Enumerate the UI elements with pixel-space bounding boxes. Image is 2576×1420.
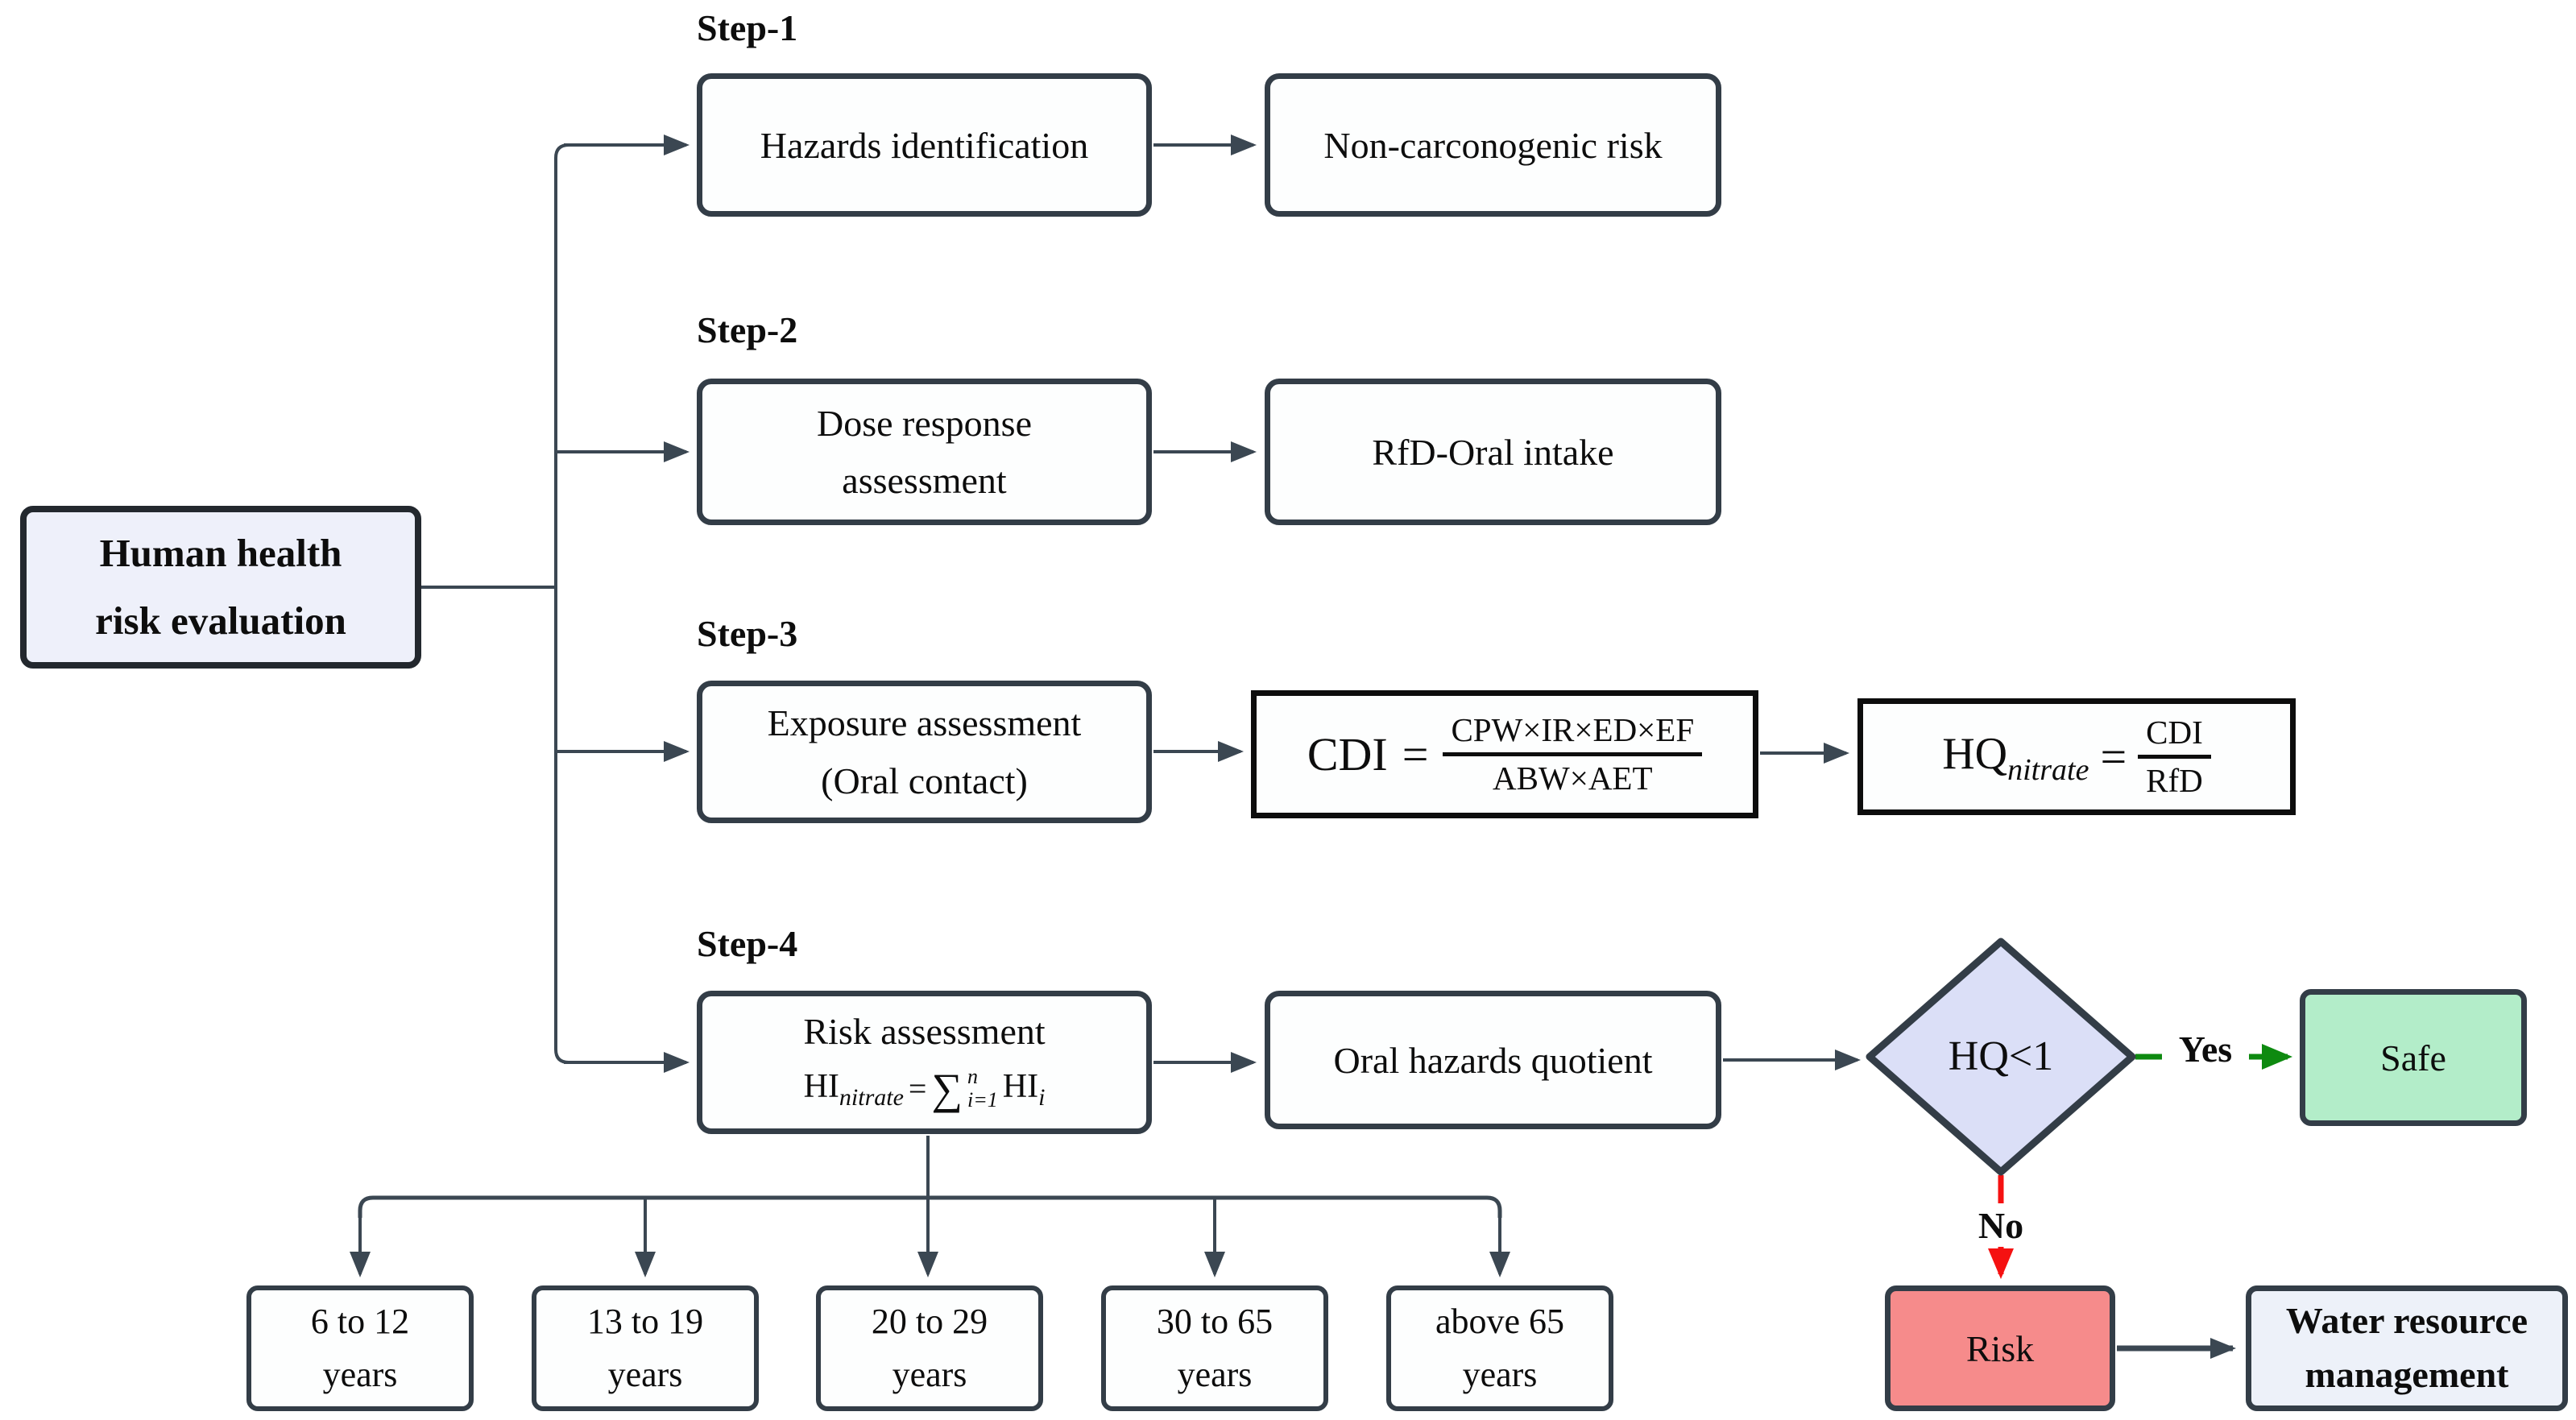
rfd-oral-intake-label: RfD-Oral intake [1372,431,1614,473]
node-rfd-oral-intake: RfD-Oral intake [1265,379,1721,525]
hi-rhs-subscript: i [1038,1084,1046,1112]
hi-rhs-base: HI [1002,1068,1039,1106]
hq-equals: = [2100,731,2127,783]
node-hq-formula: HQnitrate = CDI RfD [1857,698,2296,815]
exposure-assessment-line-1: Exposure assessment [767,702,1082,744]
oral-hazards-quotient-label: Oral hazards quotient [1333,1039,1653,1081]
decision-label: HQ<1 [1948,1033,2054,1079]
age5-line-1: above 65 [1435,1302,1565,1341]
node-exposure-assessment: Exposure assessment (Oral contact) [697,681,1152,823]
exposure-assessment-line-2: (Oral contact) [821,760,1028,801]
age1-line-1: 6 to 12 [310,1302,410,1341]
root-line-2: risk evaluation [95,598,346,643]
hi-lhs: HInitrate [804,1062,904,1116]
node-human-health-risk-evaluation: Human health risk evaluation [20,506,421,669]
risk-label: Risk [1965,1327,2035,1369]
label-step-3: Step-3 [697,613,798,654]
node-dose-response-assessment: Dose response assessment [697,379,1152,525]
dose-response-line-1: Dose response [817,402,1032,444]
hq-base: HQ [1942,729,2008,779]
connector-age-rail [358,1195,1502,1218]
hq-denominator: RfD [2146,762,2203,799]
hazards-identification-label: Hazards identification [760,124,1089,166]
hi-base: HI [803,1068,839,1106]
node-risk: Risk [1885,1285,2115,1411]
cdi-denominator: ABW×AET [1493,760,1653,797]
age3-line-2: years [892,1355,967,1394]
node-oral-hazards-quotient: Oral hazards quotient [1265,991,1721,1129]
hi-equals: = [908,1070,927,1107]
node-age-30-to-65: 30 to 65 years [1101,1285,1328,1411]
dose-response-line-2: assessment [842,460,1007,501]
edge-label-yes: Yes [2162,1026,2249,1071]
hi-rhs: HIi [1003,1062,1046,1116]
cdi-numerator: CPW×IR×ED×EF [1443,711,1703,756]
age1-line-2: years [322,1355,398,1394]
hq-numerator: CDI [2138,714,2211,759]
node-hazards-identification: Hazards identification [697,73,1152,217]
node-water-resource-management: Water resource management [2246,1285,2568,1411]
node-age-13-to-19: 13 to 19 years [532,1285,759,1411]
non-carconogenic-risk-label: Non-carconogenic risk [1323,124,1663,166]
cdi-fraction: CPW×IR×ED×EF ABW×AET [1443,711,1703,797]
node-age-6-to-12: 6 to 12 years [246,1285,474,1411]
node-cdi-formula: CDI = CPW×IR×ED×EF ABW×AET [1251,690,1758,818]
sigma-symbol: ∑ [931,1064,963,1113]
age5-line-2: years [1462,1355,1538,1394]
node-age-above-65: above 65 years [1386,1285,1613,1411]
hi-formula: HInitrate = ∑ n i=1 HIi [804,1062,1046,1116]
label-step-1: Step-1 [697,7,798,48]
water-line-2: management [2305,1354,2509,1395]
sigma-limits: n i=1 [967,1065,998,1112]
hq-subscript: nitrate [2007,753,2089,787]
hq-fraction: CDI RfD [2138,714,2211,800]
risk-assessment-title: Risk assessment [803,1010,1046,1052]
connector-trunk [554,143,569,1064]
safe-label: Safe [2380,1037,2446,1078]
age3-line-1: 20 to 29 [871,1302,988,1341]
node-age-20-to-29: 20 to 29 years [816,1285,1043,1411]
label-step-4: Step-4 [697,923,798,964]
sigma-upper-limit: n [967,1065,978,1088]
cdi-equals: = [1402,728,1429,780]
age2-line-1: 13 to 19 [586,1302,704,1341]
hq-lhs: HQnitrate [1942,720,2089,793]
cdi-lhs: CDI [1307,728,1388,780]
edge-label-no: No [1961,1203,2041,1247]
age2-line-2: years [607,1355,683,1394]
water-line-1: Water resource [2285,1300,2528,1342]
decision-diamond [1866,938,2136,1176]
age4-line-2: years [1177,1355,1253,1394]
node-non-carconogenic-risk: Non-carconogenic risk [1265,73,1721,217]
hi-subscript: nitrate [839,1084,904,1112]
age4-line-1: 30 to 65 [1156,1302,1274,1341]
root-line-1: Human health [99,530,342,575]
node-risk-assessment: Risk assessment HInitrate = ∑ n i=1 HIi [697,991,1152,1134]
node-safe: Safe [2300,989,2527,1126]
label-step-2: Step-2 [697,309,798,350]
sigma-lower-limit: i=1 [967,1087,998,1112]
